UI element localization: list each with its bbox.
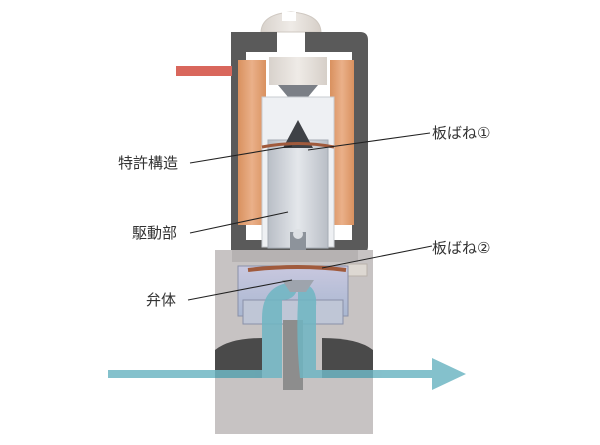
flow-arrow: [108, 282, 466, 390]
label-patented-structure: 特許構造: [118, 154, 178, 172]
label-leaf-spring-1: 板ばね①: [432, 124, 490, 142]
valve-disc: [282, 280, 314, 292]
leaf-spring-1: [261, 142, 335, 149]
label-valve-body: 弁体: [146, 291, 176, 309]
fixed-core: [269, 57, 327, 97]
flow-channel-right: [322, 338, 373, 378]
coil-left: [238, 60, 266, 225]
adjuster-screw: [260, 11, 322, 33]
label-drive-unit: 駆動部: [132, 224, 177, 242]
leaf-spring-2: [247, 265, 347, 272]
valve-chamber: [237, 265, 349, 325]
plunger: [267, 120, 329, 254]
leader-lines: [187, 132, 433, 301]
label-leaf-spring-2: 板ばね②: [432, 239, 490, 257]
flow-channel: [215, 338, 262, 378]
lead-wire: [176, 66, 232, 76]
